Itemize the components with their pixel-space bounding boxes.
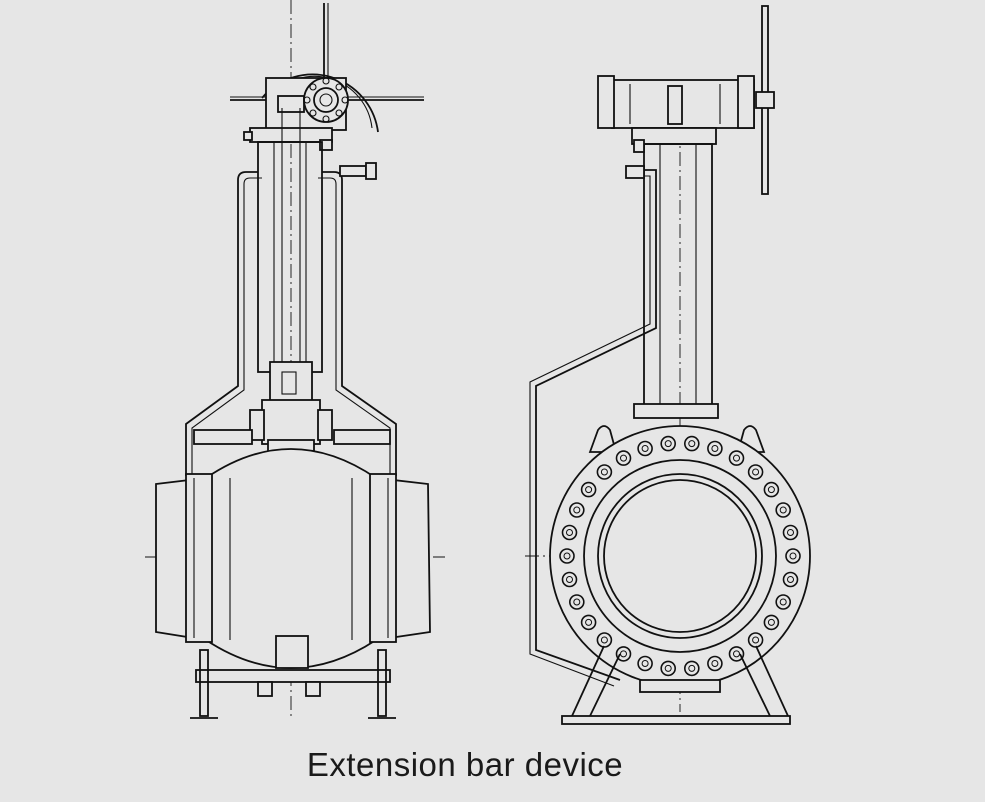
bolt <box>763 481 780 498</box>
bolt <box>637 440 653 457</box>
bolt-hole <box>566 576 573 583</box>
bolt <box>561 571 578 588</box>
bolt <box>683 660 700 677</box>
bolt-hole <box>711 660 719 667</box>
bolt <box>785 548 801 564</box>
bolt-hole <box>600 636 608 644</box>
bolt-hole <box>585 618 593 626</box>
valve-body <box>155 448 431 669</box>
bolt-hole <box>779 506 787 514</box>
bolt <box>775 502 792 518</box>
bolt <box>660 435 677 452</box>
bolt <box>728 450 745 466</box>
bolt-hole <box>620 454 627 462</box>
bolt <box>775 594 792 610</box>
bolt-hole <box>664 440 672 448</box>
caption: Extension bar device <box>306 746 624 783</box>
bolt <box>615 646 632 662</box>
bolt-hole <box>573 598 581 606</box>
bolt <box>747 464 764 480</box>
bolt-hole <box>566 529 573 536</box>
bolt <box>568 594 585 610</box>
bolt <box>596 632 613 648</box>
flange-bolts <box>559 435 801 677</box>
bolt-hole <box>563 552 571 560</box>
bolt-hole <box>789 552 797 560</box>
bolt-hole <box>573 506 581 514</box>
bolt-hole <box>779 598 787 606</box>
bolt-hole <box>787 576 794 583</box>
bolt-hole <box>767 618 775 626</box>
bolt <box>683 435 700 452</box>
bolt-hole <box>688 664 696 672</box>
bolt <box>559 548 575 564</box>
bolt-hole <box>767 486 775 494</box>
bolt-hole <box>664 664 672 672</box>
bolt-hole <box>688 440 696 448</box>
bolt-hole <box>641 660 649 667</box>
bolt <box>637 655 653 672</box>
bolt-hole <box>733 454 740 462</box>
bolt <box>707 440 723 457</box>
bolt <box>580 614 597 631</box>
bolt <box>561 524 578 541</box>
bolt-hole <box>733 650 740 658</box>
side-view <box>525 5 812 725</box>
bolt-hole <box>752 636 760 644</box>
bolt-hole <box>711 445 719 452</box>
end-flange <box>549 425 811 687</box>
bolt-hole <box>585 486 593 494</box>
bolt <box>782 571 799 588</box>
bolt-hole <box>752 468 760 476</box>
bolt <box>596 464 613 480</box>
bolt <box>615 450 632 466</box>
bolt <box>660 660 677 677</box>
bolt-hole <box>620 650 627 658</box>
bolt <box>763 614 780 631</box>
bolt <box>747 632 764 648</box>
front-view <box>145 0 445 720</box>
bolt-hole <box>787 529 794 536</box>
bolt <box>707 655 723 672</box>
bolt <box>568 502 585 518</box>
bolt <box>782 524 799 541</box>
bolt-hole <box>641 445 649 452</box>
bolt-hole <box>600 468 608 476</box>
bolt <box>728 646 745 662</box>
bolt <box>580 481 597 498</box>
